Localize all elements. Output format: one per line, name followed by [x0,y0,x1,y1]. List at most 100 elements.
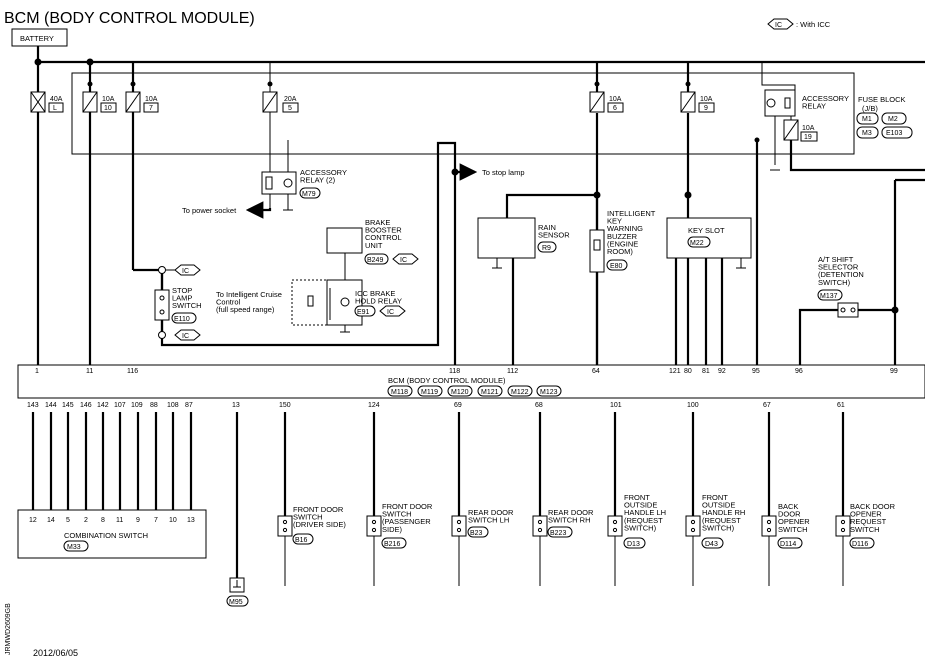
svg-text:68: 68 [535,402,543,409]
svg-text:B23: B23 [470,530,483,537]
svg-text:B249: B249 [367,257,383,264]
fuse-10a-6: 10A 6 [589,62,624,113]
svg-text:D116: D116 [852,541,868,548]
svg-text:99: 99 [890,368,898,375]
svg-text:69: 69 [454,402,462,409]
svg-text:2: 2 [84,517,88,524]
svg-text:E103: E103 [886,130,902,137]
svg-text:40A: 40A [50,96,63,103]
fuse-block-name: FUSE BLOCK [858,95,906,104]
svg-text:7: 7 [149,105,153,112]
svg-text:M137: M137 [820,293,838,300]
fuse-block-jb: (J/B) [862,104,878,113]
battery-label: BATTERY [20,34,54,43]
junction-dots [34,58,899,314]
svg-text:IC: IC [387,309,394,316]
legend-text: : With ICC [796,20,831,29]
svg-text:M2: M2 [888,116,898,123]
svg-text:D43: D43 [705,541,718,548]
svg-text:144: 144 [45,402,57,409]
svg-text:11: 11 [116,517,123,524]
legend: IC : With ICC [767,18,831,30]
svg-text:D13: D13 [627,541,640,548]
svg-text:96: 96 [795,368,803,375]
svg-text:81: 81 [702,368,710,375]
svg-text:KEY SLOT: KEY SLOT [688,226,725,235]
svg-text:M33: M33 [67,544,81,551]
legend-tag-shape [767,18,794,30]
svg-text:M3: M3 [862,130,872,137]
fuse-block-outline [71,72,855,155]
svg-text:146: 146 [80,402,92,409]
svg-text:9: 9 [704,105,708,112]
svg-text:M118: M118 [391,389,408,396]
svg-text:1: 1 [35,368,39,375]
svg-text:11: 11 [86,368,93,375]
battery-box [11,28,68,47]
svg-text:145: 145 [62,402,74,409]
svg-text:L: L [53,105,57,112]
svg-text:M1: M1 [862,116,872,123]
svg-text:B216: B216 [384,541,400,548]
bottom-wires [31,412,845,578]
fuse-40a: 40A L [30,91,64,113]
svg-text:95: 95 [752,368,760,375]
svg-text:E80: E80 [610,263,623,270]
svg-text:101: 101 [610,402,622,409]
svg-text:7: 7 [154,517,158,524]
svg-text:M121: M121 [481,389,499,396]
fuse-20a-5: 20A 5 [262,62,299,113]
svg-text:67: 67 [763,402,771,409]
svg-text:10A: 10A [102,96,115,103]
svg-text:108: 108 [167,402,179,409]
fuse-10a-19: 10A 19 [783,119,818,142]
svg-text:143: 143 [27,402,39,409]
svg-text:E110: E110 [174,316,190,323]
svg-text:10A: 10A [609,96,622,103]
svg-text:92: 92 [718,368,726,375]
svg-text:10A: 10A [700,96,713,103]
svg-text:107: 107 [114,402,126,409]
ground-m95: M95 [226,577,249,607]
svg-text:R9: R9 [542,245,551,252]
svg-text:B223: B223 [550,530,566,537]
svg-text:142: 142 [97,402,109,409]
key-slot: KEY SLOT M22 [666,217,752,269]
svg-text:80: 80 [684,368,692,375]
svg-text:IC: IC [182,333,189,340]
to-stop-lamp: To stop lamp [482,168,525,177]
svg-text:100: 100 [687,402,699,409]
date-stamp: 2012/06/05 [33,648,78,658]
svg-text:B16: B16 [295,537,308,544]
svg-text:116: 116 [127,368,138,375]
svg-text:10A: 10A [145,96,158,103]
side-code: JRMWD2609GB [5,603,12,655]
svg-text:6: 6 [613,105,617,112]
bcm: BCM (BODY CONTROL MODULE) M118 M119 M120… [17,364,925,399]
to-power-socket: To power socket [182,206,237,215]
svg-text:20A: 20A [284,96,297,103]
fuse-10a-7: 10A 7 [125,62,159,113]
svg-text:M120: M120 [451,389,469,396]
